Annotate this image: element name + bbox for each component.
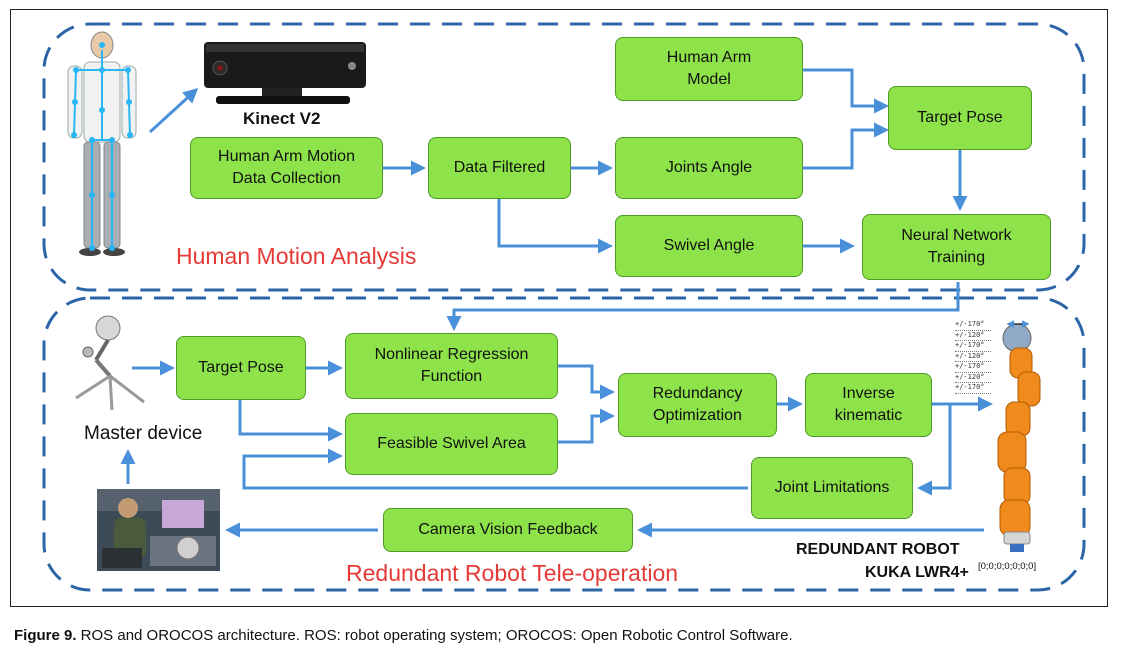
neural-network-training-box: Neural Network Training	[862, 214, 1051, 280]
kinect-sensor-image	[204, 42, 366, 104]
kinect-label: Kinect V2	[243, 109, 321, 128]
target-pose-box-bottom: Target Pose	[176, 336, 306, 400]
joint-limit-1: +/-170°	[955, 320, 991, 331]
arrow-feasible-to-redundancy	[558, 408, 615, 444]
arrow-armmodel-to-targetpose	[803, 68, 889, 114]
robot-config-vector: [0;0;0;0;0;0;0]	[978, 561, 1037, 572]
arrow-nonlinear-to-redundancy	[558, 364, 615, 400]
robot-label-line1: REDUNDANT ROBOT	[796, 541, 960, 558]
inverse-kinematic-box: Inverse kinematic	[805, 373, 932, 437]
arrow-robot-to-jointlimits	[917, 404, 952, 496]
joint-limit-3: +/-170°	[955, 341, 991, 352]
arrow-joints-to-targetpose	[803, 122, 889, 170]
figure-caption-text: ROS and OROCOS architecture. ROS: robot …	[76, 627, 793, 644]
joint-limit-5: +/-170°	[955, 362, 991, 373]
arrow-targetpose-to-feasible	[238, 400, 343, 442]
camera-vision-feedback-box: Camera Vision Feedback	[383, 508, 633, 552]
joint-limit-7: +/-170°	[955, 383, 991, 394]
redundancy-optimization-box: Redundancy Optimization	[618, 373, 777, 437]
nonlinear-regression-box: Nonlinear Regression Function	[345, 333, 558, 399]
figure-caption: Figure 9. ROS and OROCOS architecture. R…	[14, 627, 793, 644]
human-motion-analysis-title: Human Motion Analysis	[176, 243, 417, 269]
swivel-angle-box: Swivel Angle	[615, 215, 803, 277]
arrow-nn-to-nonlinear	[446, 282, 960, 331]
figure-caption-label: Figure 9.	[14, 627, 77, 644]
master-device-label: Master device	[84, 423, 203, 444]
joints-angle-box: Joints Angle	[615, 137, 803, 199]
joint-limit-2: +/-120°	[955, 331, 991, 341]
feasible-swivel-area-box: Feasible Swivel Area	[345, 413, 558, 475]
arrow-jointlimits-to-feasible	[242, 448, 748, 490]
kuka-robot-arm-image	[997, 320, 1041, 552]
human-arm-model-box: Human Arm Model	[615, 37, 803, 101]
operator-photo	[97, 489, 220, 571]
master-device-image	[75, 315, 145, 411]
data-filtered-box: Data Filtered	[428, 137, 571, 199]
robot-teleoperation-title: Redundant Robot Tele-operation	[346, 560, 679, 586]
robot-teleoperation-region	[42, 296, 1086, 592]
human-motion-analysis-region	[42, 22, 1086, 292]
motion-data-collection-box: Human Arm Motion Data Collection	[190, 137, 383, 199]
arrow-skeleton-to-kinect	[148, 87, 199, 134]
robot-label-line2: KUKA LWR4+	[865, 564, 969, 581]
connectors	[120, 68, 993, 538]
human-skeleton-figure	[67, 31, 137, 256]
joint-limit-6: +/-120°	[955, 373, 991, 383]
joint-limits-table: +/-170° +/-120° +/-170° +/-120° +/-170° …	[955, 320, 991, 394]
joint-limitations-box: Joint Limitations	[751, 457, 913, 519]
target-pose-box-top: Target Pose	[888, 86, 1032, 150]
figure-frame	[10, 9, 1108, 607]
joint-limit-4: +/-120°	[955, 352, 991, 362]
arrow-filtered-to-swivel	[497, 199, 613, 254]
